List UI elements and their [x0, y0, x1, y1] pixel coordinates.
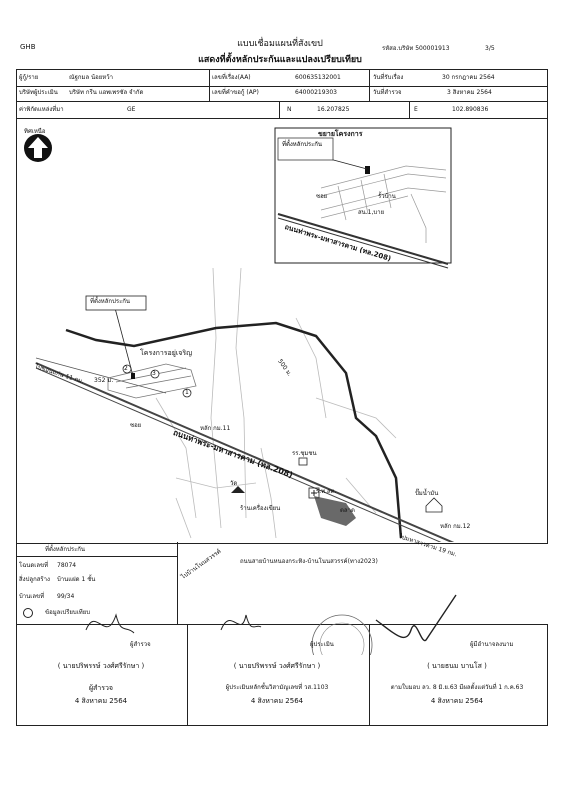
appraiser-role: ผู้ประเมิน: [310, 641, 334, 648]
signature-2: [220, 614, 262, 631]
legend-collateral: ที่ตั้งหลักประกัน: [45, 546, 86, 553]
km12-label: หลัก กม.12: [440, 523, 471, 530]
north-label: ทิศเหนือ: [24, 128, 46, 135]
borrower-value: ณัฐกมล น้อยหว้า: [69, 74, 113, 81]
ap-label: เลขที่คำขอกู้ (AP): [212, 89, 259, 96]
coord-source-label: ค่าพิกัดแหล่งที่มา: [19, 106, 64, 113]
aa-value: 600635132001: [295, 74, 341, 81]
appraiser-date: 4 สิงหาคม 2564: [250, 697, 304, 705]
survey-date-value: 3 สิงหาคม 2564: [447, 89, 492, 96]
inset-collateral-label: ที่ตั้งหลักประกัน: [282, 141, 323, 148]
building-value: บ้านแฝด 1 ชั้น: [57, 576, 96, 583]
map-frame: [16, 118, 548, 544]
market-area: [314, 496, 356, 526]
north-coord-label: N: [287, 106, 292, 113]
signatory-date: 4 สิงหาคม 2564: [430, 697, 484, 705]
appraiser-value: บริษัท กรีน แอพเพรซัล จำกัด: [69, 89, 144, 96]
page-number: 3/5: [485, 45, 495, 52]
inset-small2: รั้วบ้าน: [378, 193, 396, 200]
appraiser-license: ผู้ประเมินหลักชั้นวิสามัญเลขที่ วส.1103: [225, 684, 329, 691]
east-coord-value: 102.890836: [452, 106, 489, 113]
appraiser-name: ( นายปริพรรษ์ วงศ์ศรีรักษา ): [233, 662, 321, 670]
comparable-2-marker: [122, 364, 132, 374]
east-coord-label: E: [414, 106, 418, 113]
compare-label: ข้อมูลเปรียบเทียบ: [45, 609, 91, 616]
ap-value: 64000219303: [295, 89, 337, 96]
distance-label: 352 ม.: [94, 377, 114, 384]
appraiser-label: บริษัทผู้ประเมิน: [19, 89, 58, 96]
temple-icon: [231, 486, 245, 493]
signature-section: [16, 624, 548, 726]
legend-box: ที่ตั้งหลักประกัน โฉนดเลขที่ 78074 สิ่งป…: [16, 542, 178, 625]
signatory-role: ผู้มีอำนาจลงนาม: [470, 641, 514, 648]
soi-label: ซอย: [130, 422, 142, 429]
comparable-1-marker: [182, 388, 192, 398]
deed-label: โฉนดเลขที่: [19, 562, 49, 569]
hospital-label: ร.พ.สต.: [316, 488, 337, 495]
marker-2-label: 2: [124, 365, 128, 372]
signatory-name: ( นายธนม บานโส ): [427, 662, 487, 670]
compare-legend-icon: [23, 608, 33, 618]
borrower-label: ผู้กู้/ราย: [19, 74, 39, 81]
page-title: แบบเชื่อมแผนที่สังเขป: [237, 39, 323, 49]
north-coord-value: 16.207825: [317, 106, 350, 113]
inset-collateral-marker: [365, 166, 370, 174]
gas-label: ปั๊มน้ำมัน: [415, 490, 439, 497]
school-icon: [298, 457, 308, 466]
official-seal: [311, 614, 373, 655]
surveyor-name: ( นายปริพรรษ์ วงศ์ศรีรักษา ): [57, 662, 145, 670]
road-northern: [65, 321, 403, 539]
signature-scribbles: [85, 594, 457, 655]
comparable-3-marker: [150, 369, 160, 379]
school-label: รร.ชุมชน: [292, 450, 317, 457]
deed-value: 78074: [57, 562, 77, 569]
aa-label: เลขที่เรื่อง(AA): [212, 74, 251, 81]
hospital-icon: [308, 487, 320, 499]
collateral-label: ที่ตั้งหลักประกัน: [90, 298, 131, 305]
building-label: สิ่งปลูกสร้าง: [19, 576, 50, 583]
house-label: บ้านเลขที่: [19, 593, 45, 600]
village-road-label: ถนนสายบ้านหนองกระทิง-บ้านโนนสวรรค์(ทาง20…: [240, 558, 378, 565]
temple-label: วัด: [230, 480, 238, 487]
inset-road-label: สน.1,บาย: [358, 209, 385, 216]
header-code: GHB: [20, 43, 36, 51]
page-subtitle: แสดงที่ตั้งหลักประกันและแปลงเปรียบเทียบ: [198, 55, 362, 65]
km11-label: หลัก กม.11: [200, 425, 231, 432]
inset-title: ขยายโครงการ: [318, 130, 363, 138]
gas-station-icon: [425, 497, 443, 513]
surveyor-date: 4 สิงหาคม 2564: [74, 697, 128, 705]
signature-3: [375, 594, 457, 642]
inset-small1: ซอย: [316, 193, 328, 200]
received-date-value: 30 กรกฎาคม 2564: [442, 74, 495, 81]
survey-date-label: วันที่สำรวจ: [373, 89, 402, 96]
project-label: โครงการอยู่เจริญ: [140, 349, 193, 357]
marker-1-label: 1: [185, 389, 189, 396]
collateral-marker: [131, 373, 135, 379]
minor-streets: [155, 267, 397, 539]
highway-208: [35, 362, 455, 542]
location-map: [24, 127, 455, 542]
signatory-license: ตามใบมอบ ลว. 8 มิ.ย.63 มีผลตั้งแต่วันที่…: [390, 684, 524, 691]
marker-3-label: 3: [152, 370, 156, 377]
to-bottom-label: ไปบ้านโนนสวรรค์: [180, 548, 223, 581]
market-label: ตลาด: [340, 507, 355, 514]
coord-source-value: GE: [127, 106, 136, 113]
surveyor-role-2: ผู้สำรวจ: [88, 684, 114, 692]
received-date-label: วันที่รับเรื่อง: [373, 74, 404, 81]
info-table: ผู้กู้/ราย ณัฐกมล น้อยหว้า เลขที่เรื่อง(…: [16, 69, 548, 119]
shop-label: ร้านเครื่องเขียน: [240, 505, 281, 512]
reference-number: รหัสอ.บริษัท 500001913: [382, 45, 450, 52]
house-value: 99/34: [57, 593, 75, 600]
surveyor-role: ผู้สำรวจ: [130, 641, 151, 648]
signature-1: [85, 613, 135, 634]
